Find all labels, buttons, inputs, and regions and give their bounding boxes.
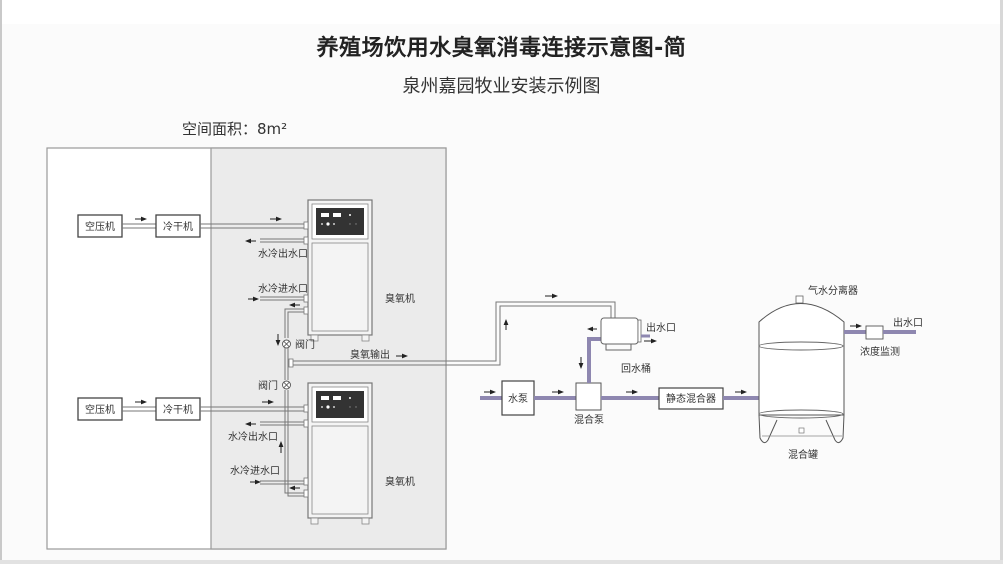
cold-dryer-label: 冷干机 <box>163 403 193 416</box>
top-band <box>0 0 1003 24</box>
concentration-monitor-label: 浓度监测 <box>860 345 900 358</box>
ozone-output-label: 臭氧输出 <box>350 348 390 361</box>
mixing-pump-box[interactable] <box>575 382 602 411</box>
bottom-border <box>0 560 1003 564</box>
cooling-outlet-label: 水冷出水口 <box>228 430 278 443</box>
air-compressor-box[interactable] <box>77 397 123 421</box>
cooling-inlet-label: 水冷进水口 <box>258 282 308 295</box>
generator-label: 臭氧机 <box>385 292 415 305</box>
lower-valve[interactable]: 阀门 <box>258 379 291 392</box>
concentration-monitor-box[interactable] <box>865 325 884 340</box>
lower-unit: 空压机 冷干机 水冷出水口 水冷进水口 <box>77 382 415 525</box>
control-panel <box>316 208 364 235</box>
water-pipe <box>587 337 601 383</box>
air-compressor-box[interactable] <box>77 214 123 238</box>
upper-unit: 空压机 冷干机 水冷出水口 <box>77 199 415 346</box>
mixing-tank[interactable] <box>758 295 845 444</box>
cooling-inlet-label: 水冷进水口 <box>230 464 280 477</box>
valve-label: 阀门 <box>258 379 278 392</box>
mixing-tank-label: 混合罐 <box>788 448 818 461</box>
gas-water-separator-label: 气水分离器 <box>808 284 858 297</box>
final-outlet-label: 出水口 <box>893 316 923 329</box>
diagram-title: 养殖场饮用水臭氧消毒连接示意图-简 <box>316 36 687 61</box>
cold-dryer-box[interactable] <box>155 214 201 238</box>
cooling-outlet-label: 水冷出水口 <box>258 247 308 260</box>
diagram-subtitle: 泉州嘉园牧业安装示例图 <box>402 76 601 97</box>
return-tank-label: 回水桶 <box>621 362 651 375</box>
cold-dryer-box[interactable] <box>155 397 201 421</box>
static-mixer-label: 静态混合器 <box>666 392 716 405</box>
right-border <box>1000 0 1003 564</box>
return-tank[interactable] <box>600 317 639 345</box>
upper-valve[interactable]: 阀门 <box>282 338 316 351</box>
generator-label: 臭氧机 <box>385 475 415 488</box>
mixing-pump-label: 混合泵 <box>574 413 604 426</box>
water-system: 水泵 混合泵 出水口 回水桶 静态混合器 <box>480 284 923 461</box>
ozone-output-pipe <box>293 301 616 362</box>
valve-label: 阀门 <box>295 338 315 351</box>
return-tank-outlet-label: 出水口 <box>646 321 676 334</box>
cold-dryer-label: 冷干机 <box>163 220 193 233</box>
water-pump-label: 水泵 <box>508 393 528 405</box>
air-compressor-label: 空压机 <box>85 403 115 416</box>
air-compressor-label: 空压机 <box>85 220 115 233</box>
left-border <box>0 0 2 564</box>
area-label: 空间面积：8m² <box>182 120 288 138</box>
control-panel <box>316 391 364 418</box>
